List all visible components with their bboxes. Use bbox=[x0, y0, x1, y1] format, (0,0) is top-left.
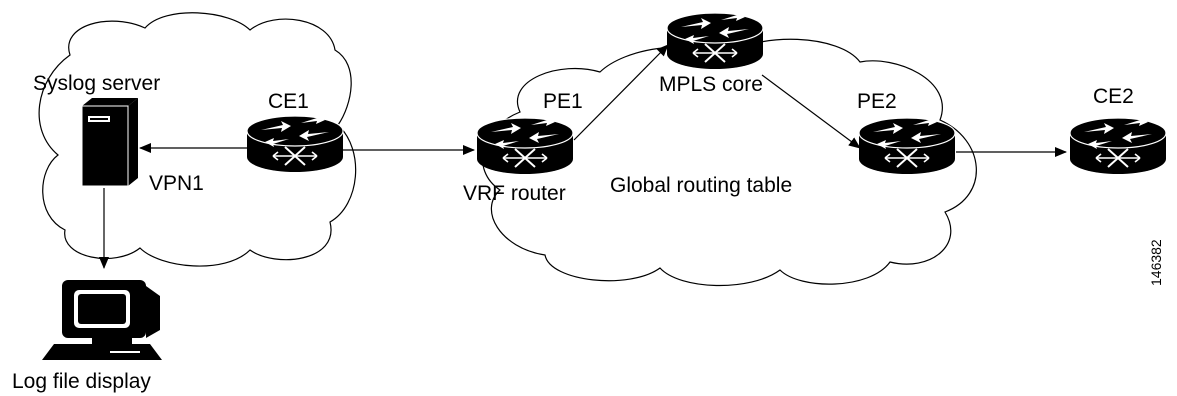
syslog-server-label: Syslog server bbox=[33, 72, 161, 95]
link-pe1-to-mpls-core bbox=[573, 44, 669, 141]
ce2-label: CE2 bbox=[1093, 85, 1134, 108]
ce1-router-icon bbox=[246, 114, 344, 173]
vrf-router-label: VRF router bbox=[463, 182, 566, 205]
figure-id-label: 146382 bbox=[1148, 239, 1164, 286]
pe1-label: PE1 bbox=[543, 90, 583, 113]
pe2-router-icon bbox=[858, 116, 956, 175]
global-routing-table-label: Global routing table bbox=[610, 174, 793, 197]
log-file-display-label: Log file display bbox=[12, 370, 151, 393]
workstation-icon bbox=[42, 280, 162, 360]
vpn1-cloud bbox=[38, 12, 357, 267]
vpn1-label: VPN1 bbox=[149, 172, 204, 195]
mpls-core-router-icon bbox=[666, 11, 764, 70]
mpls-core-label: MPLS core bbox=[659, 73, 763, 96]
pe2-label: PE2 bbox=[857, 90, 897, 113]
ce2-router-icon bbox=[1069, 116, 1167, 175]
pe1-router-icon bbox=[476, 116, 574, 175]
server-icon bbox=[81, 98, 138, 187]
link-mpls-core-to-pe2 bbox=[761, 74, 861, 149]
ce1-label: CE1 bbox=[268, 90, 309, 113]
